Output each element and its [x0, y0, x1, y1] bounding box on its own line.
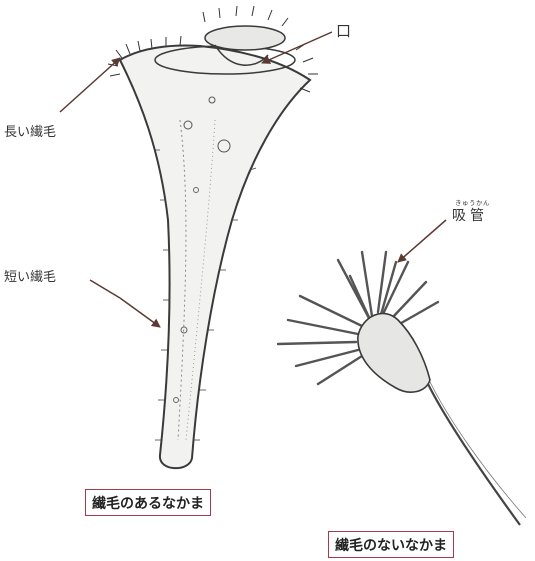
suctorian-organism	[278, 252, 526, 525]
label-short-cilia: 短い繊毛	[4, 266, 56, 285]
suctorian-body	[358, 313, 430, 392]
caption-without-cilia: 繊毛のないなかま	[328, 531, 454, 558]
label-long-cilia: 長い繊毛	[4, 121, 56, 140]
ciliated-organism	[108, 6, 318, 468]
arrow-long-cilia	[60, 58, 120, 112]
arrow-short-cilia	[120, 298, 160, 327]
caption-with-cilia: 繊毛のあるなかま	[85, 489, 211, 516]
arrow-short-cilia-lead	[90, 280, 120, 298]
arrow-tentacle	[398, 220, 446, 262]
ciliated-organism-body	[120, 46, 310, 469]
label-tentacle: 吸管	[452, 205, 488, 225]
suctorian-stalk	[428, 384, 520, 525]
label-mouth: 口	[336, 20, 351, 41]
